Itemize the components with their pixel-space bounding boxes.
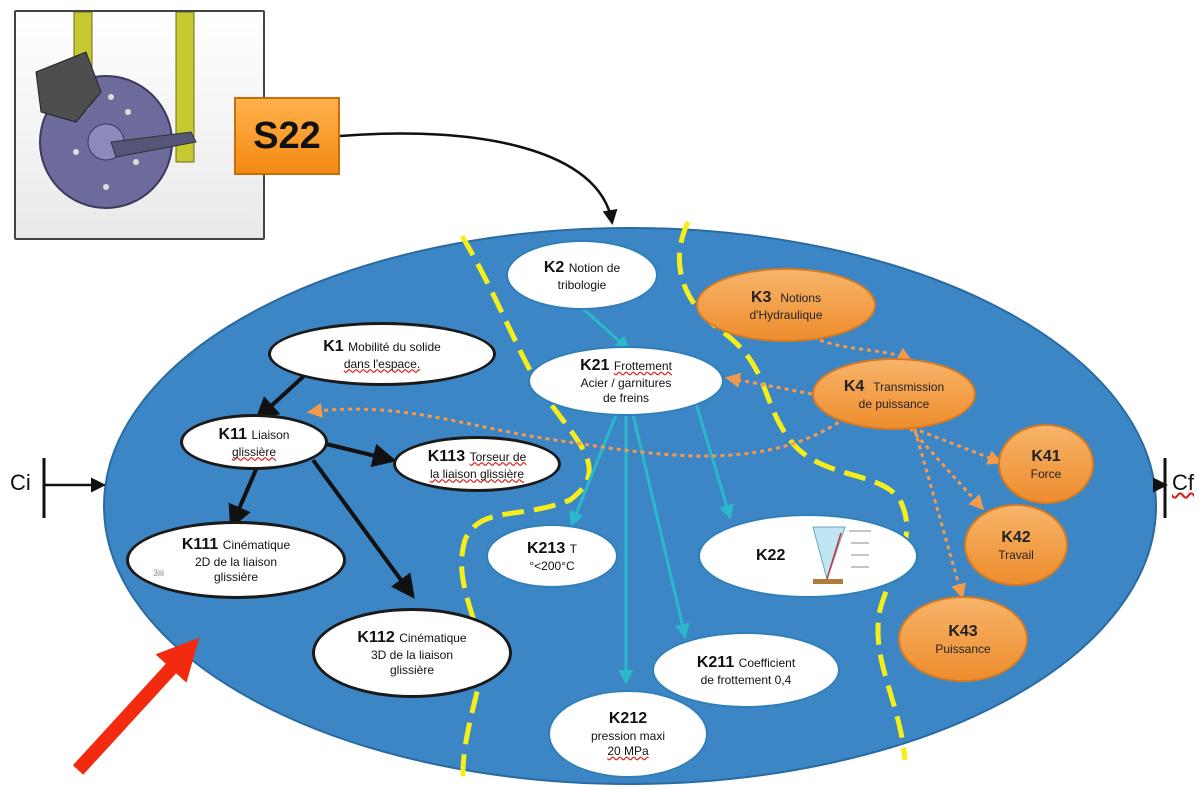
edge-k3-k4 <box>791 323 913 362</box>
node-k22: K22 <box>698 514 918 598</box>
node-k111: K111 Cinématique 2D de la liaison glissi… <box>126 521 346 599</box>
node-k41: K41 Force <box>998 424 1094 504</box>
brake-disc-icon <box>35 11 197 209</box>
stray-mark: 3iii <box>153 568 165 578</box>
edge-k11-k113 <box>321 441 397 468</box>
node-k1: K1 Mobilité du solide dans l'espace. <box>268 322 496 386</box>
node-k4: K4 Transmission de puissance <box>812 358 976 430</box>
edge-k4-k21 <box>725 372 813 396</box>
friction-cone-icon <box>812 526 872 584</box>
edge-k21-k213 <box>569 409 620 527</box>
node-k213: K213 T °<200°C <box>486 524 618 588</box>
edge-k11-k112 <box>311 458 415 599</box>
edge-k2-k21 <box>578 304 631 352</box>
node-k3: K3 Notions d'Hydraulique <box>696 268 876 342</box>
s22-arrow <box>339 132 618 225</box>
node-k21: K21 Frottement Acier / garnitures de fre… <box>528 346 724 416</box>
edge-k4-k41 <box>904 423 1003 465</box>
edge-k21-k211 <box>630 409 690 639</box>
terminal-ci: Ci <box>10 470 31 495</box>
node-k112: K112 Cinématique 3D de la liaison glissi… <box>312 608 512 698</box>
node-k2: K2 Notion de tribologie <box>506 240 658 310</box>
red-pointer-arrow <box>72 637 200 775</box>
terminal-cf: Cf <box>1172 470 1194 495</box>
edge-k1-k11 <box>254 373 307 422</box>
edge-k21-k22 <box>693 399 734 520</box>
node-k42: K42 Travail <box>964 504 1068 586</box>
node-k43: K43 Puissance <box>898 596 1028 682</box>
brake-assembly-image <box>14 10 265 240</box>
node-k113: K113 Torseur de la liaison glissière <box>393 436 561 492</box>
source-label-s22: S22 <box>234 97 340 175</box>
node-k211: K211 Coefficient de frottement 0,4 <box>652 632 840 708</box>
node-k11: K11 Liaison glissière <box>180 414 328 470</box>
edge-k4-k42 <box>908 426 985 511</box>
edge-k11-k111 <box>228 464 260 530</box>
edge-k4-k11 <box>307 402 846 458</box>
node-k212: K212 pression maxi 20 MPa <box>548 690 708 778</box>
